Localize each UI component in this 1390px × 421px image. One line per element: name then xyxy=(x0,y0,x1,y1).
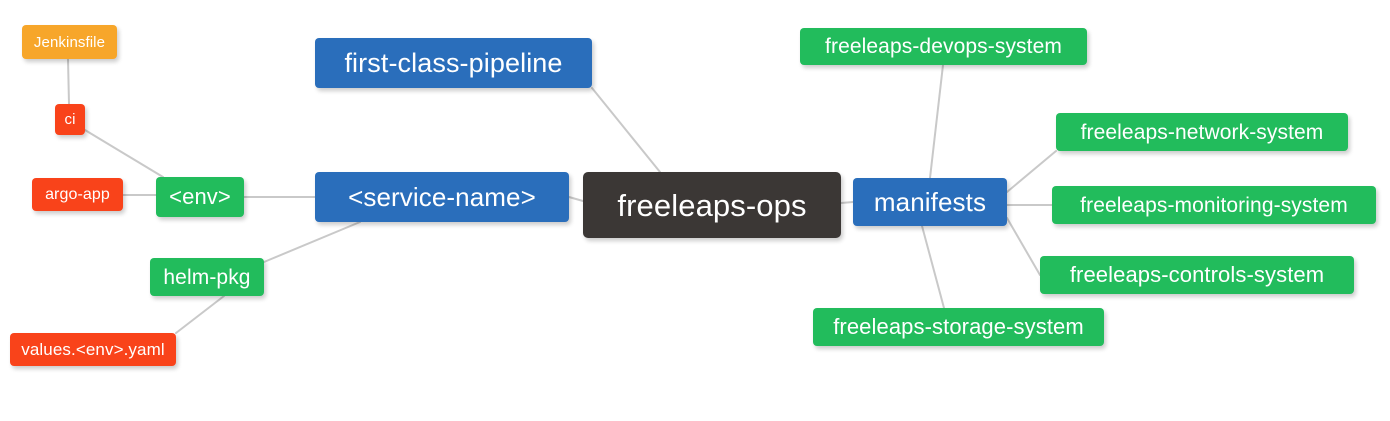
node-freeleaps-devops-system[interactable]: freeleaps-devops-system xyxy=(800,28,1087,65)
node-ci[interactable]: ci xyxy=(55,104,85,135)
node-manifests[interactable]: manifests xyxy=(853,178,1007,226)
node-label-manifests: manifests xyxy=(873,187,987,217)
node-label-freeleaps-controls-system: freeleaps-controls-system xyxy=(1069,262,1325,287)
node-label-ci: ci xyxy=(64,111,76,128)
edge-manifests-to-freeleaps-storage-system xyxy=(921,225,945,309)
node-label-env: <env> xyxy=(169,184,231,209)
edge-manifests-to-freeleaps-network-system xyxy=(1006,150,1057,193)
node-service-name[interactable]: <service-name> xyxy=(315,172,569,222)
edge-manifests-to-freeleaps-controls-system xyxy=(1006,217,1041,276)
edge-ci-to-jenkinsfile xyxy=(67,58,70,105)
node-jenkinsfile[interactable]: Jenkinsfile xyxy=(22,25,117,59)
node-freeleaps-network-system[interactable]: freeleaps-network-system xyxy=(1056,113,1348,151)
node-label-freeleaps-storage-system: freeleaps-storage-system xyxy=(833,314,1084,339)
node-helm-pkg[interactable]: helm-pkg xyxy=(150,258,264,296)
node-freeleaps-ops[interactable]: freeleaps-ops xyxy=(583,172,841,238)
edge-manifests-to-freeleaps-devops-system xyxy=(929,64,944,179)
node-label-freeleaps-monitoring-system: freeleaps-monitoring-system xyxy=(1080,193,1348,217)
node-label-values-env-yaml: values.<env>.yaml xyxy=(21,340,165,359)
node-label-service-name: <service-name> xyxy=(348,182,536,212)
node-freeleaps-storage-system[interactable]: freeleaps-storage-system xyxy=(813,308,1104,346)
node-label-freeleaps-devops-system: freeleaps-devops-system xyxy=(825,35,1062,58)
node-label-first-class-pipeline: first-class-pipeline xyxy=(344,47,563,78)
node-label-argo-app: argo-app xyxy=(45,185,110,203)
node-label-freeleaps-network-system: freeleaps-network-system xyxy=(1080,120,1324,144)
node-label-freeleaps-ops: freeleaps-ops xyxy=(617,187,807,223)
node-freeleaps-controls-system[interactable]: freeleaps-controls-system xyxy=(1040,256,1354,294)
node-label-helm-pkg: helm-pkg xyxy=(163,265,251,289)
edge-env-to-ci xyxy=(84,129,164,178)
node-first-class-pipeline[interactable]: first-class-pipeline xyxy=(315,38,592,88)
node-values-env-yaml[interactable]: values.<env>.yaml xyxy=(10,333,176,366)
node-env[interactable]: <env> xyxy=(156,177,244,217)
node-argo-app[interactable]: argo-app xyxy=(32,178,123,211)
node-label-jenkinsfile: Jenkinsfile xyxy=(33,33,106,51)
edge-freeleaps-ops-to-manifests xyxy=(840,201,854,204)
edge-freeleaps-ops-to-service-name xyxy=(568,196,584,202)
edge-helm-pkg-to-values-env-yaml xyxy=(175,295,225,334)
node-freeleaps-monitoring-system[interactable]: freeleaps-monitoring-system xyxy=(1052,186,1376,224)
edge-service-name-to-helm-pkg xyxy=(263,221,361,263)
edge-freeleaps-ops-to-first-class-pipeline xyxy=(591,87,661,173)
